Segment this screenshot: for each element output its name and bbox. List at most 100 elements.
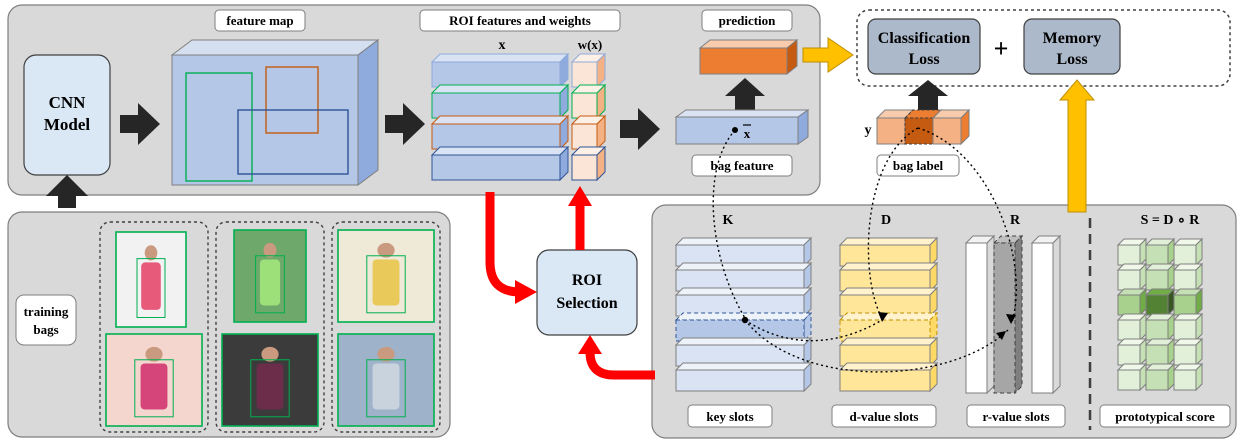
x-label: x	[499, 38, 506, 53]
key-slot	[674, 236, 813, 268]
classification-loss-box: Classification Loss	[867, 18, 981, 75]
rvalue-slot	[964, 234, 996, 395]
R-label: R	[1010, 213, 1021, 228]
gold-arrow-memory-up	[1058, 79, 1096, 213]
training-bag-group	[331, 221, 441, 433]
score-cell	[1116, 287, 1148, 317]
score-cell	[1172, 262, 1204, 292]
score-cell	[1172, 312, 1204, 342]
training-image	[337, 333, 435, 427]
training-bag-group	[99, 221, 209, 433]
dvalue-slot	[838, 361, 939, 393]
score-cell	[1116, 312, 1148, 342]
training-label-line1: training	[24, 304, 69, 319]
score-cell	[1144, 362, 1176, 392]
arrow-roi-to-bag	[620, 108, 660, 150]
score-cell	[1116, 262, 1148, 292]
cls-loss-line1: Classification	[878, 30, 971, 47]
D-label: D	[881, 213, 891, 228]
dvalue-slots-label: d-value slots	[850, 409, 919, 424]
bag-label-label: bag label	[893, 158, 944, 173]
roi-feature-slab	[430, 114, 570, 151]
arrow-cnn-to-map	[120, 103, 160, 145]
prediction-header: prediction	[701, 9, 793, 32]
feature-map-header: feature map	[214, 9, 306, 32]
bag-label-cubes	[875, 108, 971, 146]
key-slot	[674, 336, 813, 368]
training-image	[337, 229, 435, 323]
prototypical-score-caption: prototypical score	[1099, 404, 1231, 428]
score-cell	[1144, 262, 1176, 292]
roi-selection-line2: Selection	[556, 295, 617, 312]
roi-weight-cube	[570, 52, 607, 89]
roi-box-blue	[237, 109, 349, 175]
rvalue-slot	[1030, 234, 1062, 395]
bag-feature-slab: x	[674, 109, 810, 145]
roi-box-green	[185, 72, 253, 182]
key-slot	[674, 261, 813, 293]
cnn-label-line1: CNN	[49, 93, 87, 112]
dvalue-slot	[838, 336, 939, 368]
mem-loss-line1: Memory	[1043, 30, 1102, 47]
arrow-map-to-roi	[385, 103, 425, 145]
score-cell	[1116, 337, 1148, 367]
training-image	[105, 333, 203, 427]
rvalue-slots-caption: r-value slots	[966, 404, 1066, 428]
score-cell	[1144, 337, 1176, 367]
arrow-training-to-cnn	[46, 175, 88, 208]
cls-loss-line2: Loss	[908, 51, 939, 68]
cnn-label-line2: Model	[44, 115, 91, 134]
rvalue-slots-label: r-value slots	[982, 409, 1049, 424]
dotted-arrowheads	[734, 129, 1016, 340]
rvalue-slot-active	[992, 234, 1024, 395]
roi-weight-cube	[570, 114, 607, 151]
score-cell	[1172, 362, 1204, 392]
score-cell	[1172, 337, 1204, 367]
roi-features-header: ROI features and weights	[419, 9, 621, 32]
key-slot	[674, 286, 813, 318]
score-cell	[1172, 237, 1204, 267]
key-slot	[674, 361, 813, 393]
dotted-key-to-rvalue	[744, 319, 1009, 373]
bag-feature-caption: bag feature	[691, 154, 793, 177]
wx-label: w(x)	[578, 37, 603, 52]
cnn-model-box: CNN Model	[23, 54, 111, 176]
red-arrow-from-memory	[585, 351, 655, 380]
roi-selection-box: ROI Selection	[536, 249, 638, 336]
key-slots-caption: key slots	[687, 404, 773, 428]
training-bag-group	[215, 221, 325, 433]
roi-features-label: ROI features and weights	[449, 13, 591, 28]
score-cell	[1172, 287, 1204, 317]
dvalue-slot-active	[838, 311, 939, 343]
roi-feature-slab	[430, 52, 570, 89]
memory-loss-box: Memory Loss	[1023, 18, 1121, 75]
memory-slots	[674, 234, 1204, 395]
training-bags-label-box: training bags	[15, 294, 77, 346]
training-bag-groups	[99, 221, 441, 433]
K-label: K	[723, 213, 734, 228]
gold-arrow-to-loss	[802, 37, 854, 73]
feature-map-label: feature map	[226, 13, 293, 28]
roi-feature-slab	[430, 145, 570, 182]
score-cell	[1144, 312, 1176, 342]
key-slots-label: key slots	[706, 409, 753, 424]
dvalue-slot	[838, 286, 939, 318]
roi-selection-line1: ROI	[572, 272, 602, 289]
training-image	[221, 333, 319, 427]
score-cell	[1144, 287, 1176, 317]
red-arrowhead-up-2	[578, 335, 602, 354]
y-label: y	[865, 123, 872, 138]
red-arrowhead-up	[568, 186, 592, 206]
xbar-label: x	[744, 126, 751, 141]
feature-map-block	[170, 39, 380, 186]
roi-box-orange	[265, 66, 319, 134]
dvalue-slots-caption: d-value slots	[831, 404, 937, 428]
training-label-line2: bags	[33, 322, 58, 337]
arrow-bag-to-prediction	[725, 78, 765, 110]
roi-weight-cube	[570, 83, 607, 120]
prototypical-score-label: prototypical score	[1115, 409, 1215, 424]
score-cell	[1116, 237, 1148, 267]
S-formula-label: S = D ∘ R	[1141, 213, 1201, 228]
score-cell	[1144, 237, 1176, 267]
